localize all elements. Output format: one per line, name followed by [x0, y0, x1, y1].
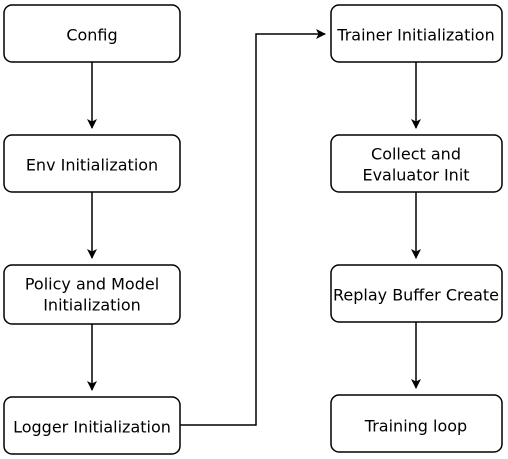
edge-logger-initialization-to-trainer-initialization: [180, 29, 326, 426]
node-logger-initialization-label: Logger Initialization: [13, 418, 171, 437]
node-policy-model-initialization-label-line-2: Initialization: [43, 296, 141, 315]
node-env-initialization-label: Env Initialization: [26, 156, 158, 175]
node-collect-evaluator-init-label-line-2: Evaluator Init: [362, 166, 469, 185]
node-trainer-initialization: Trainer Initialization: [330, 4, 503, 63]
node-config-label: Config: [66, 26, 117, 45]
node-collect-evaluator-init: Collect and Evaluator Init: [330, 134, 503, 193]
node-replay-buffer-create: Replay Buffer Create: [330, 264, 503, 323]
node-policy-model-initialization: Policy and Model Initialization: [3, 264, 181, 325]
node-trainer-initialization-label: Trainer Initialization: [336, 26, 494, 45]
node-training-loop: Training loop: [330, 394, 503, 453]
node-training-loop-label: Training loop: [364, 417, 467, 436]
node-config: Config: [3, 4, 181, 63]
node-env-initialization: Env Initialization: [3, 134, 181, 193]
node-logger-initialization: Logger Initialization: [3, 396, 181, 455]
node-collect-evaluator-init-label-line-1: Collect and: [371, 145, 461, 164]
node-policy-model-initialization-label-line-1: Policy and Model: [25, 275, 159, 294]
node-replay-buffer-create-label: Replay Buffer Create: [333, 286, 499, 305]
